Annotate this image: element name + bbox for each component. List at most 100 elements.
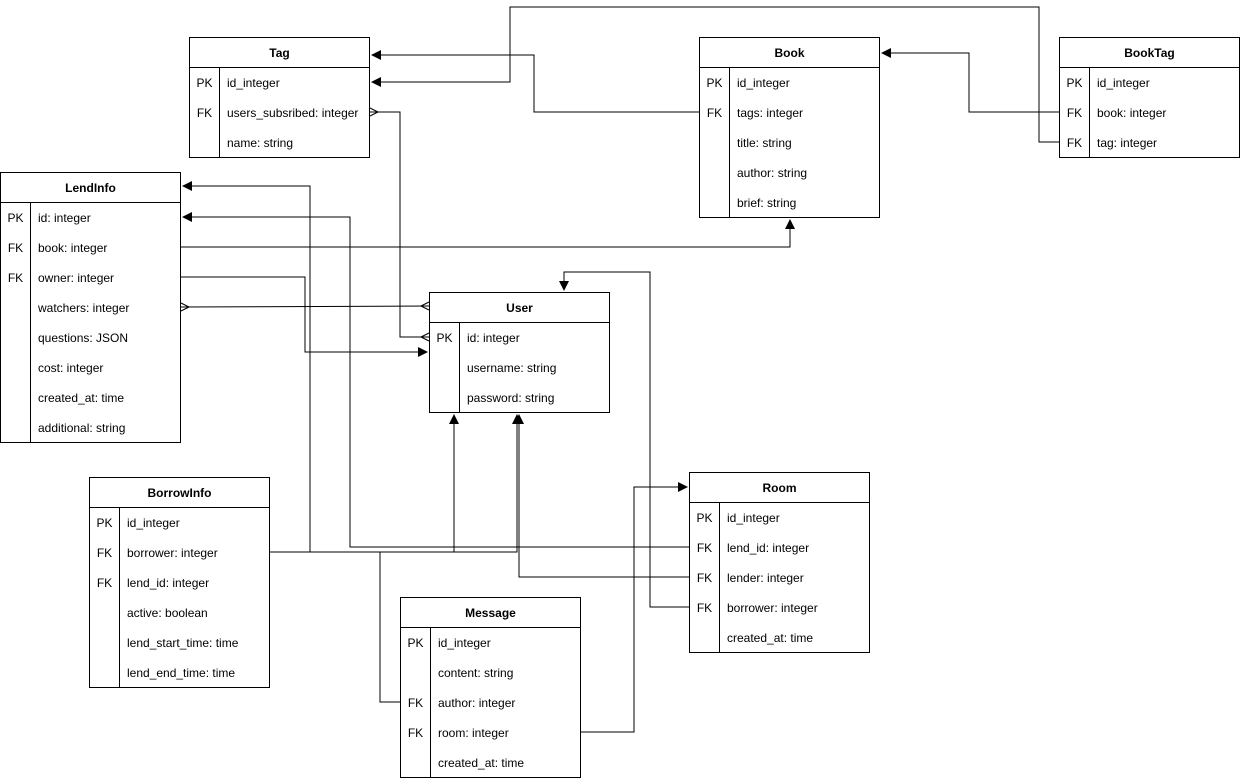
key-label — [700, 188, 730, 218]
table-row: title: string — [700, 128, 879, 158]
table-row: active: boolean — [90, 598, 269, 628]
field-label: created_at: time — [727, 631, 814, 645]
key-label — [190, 128, 220, 158]
key-label — [90, 628, 120, 658]
key-label — [700, 158, 730, 188]
field-label: id: integer — [38, 211, 91, 225]
field-label: password: string — [467, 391, 555, 405]
table-row: PK id: integer — [1, 203, 180, 233]
key-label — [430, 353, 460, 383]
key-label: FK — [190, 98, 220, 128]
key-label: FK — [1060, 98, 1090, 128]
key-label: PK — [401, 628, 431, 658]
table-row: created_at: time — [401, 748, 580, 778]
table-row: FK lend_id: integer — [90, 568, 269, 598]
field-label: borrower: integer — [727, 601, 818, 615]
field-label: lend_id: integer — [127, 576, 210, 590]
field-label: tags: integer — [737, 106, 804, 120]
key-label: PK — [700, 68, 730, 98]
key-label — [1, 383, 31, 413]
field-label: author: string — [737, 166, 808, 180]
relation-room-borrower-to-user — [559, 271, 689, 608]
key-label: PK — [430, 323, 460, 353]
field-label: book: integer — [1097, 106, 1167, 120]
table-row: FK lender: integer — [690, 563, 869, 593]
key-label: FK — [1, 233, 31, 263]
field-label: additional: string — [38, 421, 126, 435]
relation-booktag-book-to-book — [881, 48, 1059, 113]
table-row: created_at: time — [1, 383, 180, 413]
table-row: lend_end_time: time — [90, 658, 269, 688]
table-row: FK author: integer — [401, 688, 580, 718]
field-label: lend_end_time: time — [127, 666, 236, 680]
key-label: FK — [690, 563, 720, 593]
table-title: Book — [700, 38, 879, 68]
key-label: FK — [1, 263, 31, 293]
key-label: PK — [190, 68, 220, 98]
table-row: questions: JSON — [1, 323, 180, 353]
field-label: id_integer — [727, 511, 780, 525]
field-label: name: string — [227, 136, 294, 150]
key-label: FK — [90, 568, 120, 598]
field-label: lender: integer — [727, 571, 804, 585]
table-row: PK id_integer — [190, 68, 369, 98]
table-row: FK tags: integer — [700, 98, 879, 128]
field-label: watchers: integer — [38, 301, 130, 315]
field-label: cost: integer — [38, 361, 104, 375]
table-title: User — [430, 293, 609, 323]
field-label: created_at: time — [38, 391, 125, 405]
table-row: watchers: integer — [1, 293, 180, 323]
table-row: FK lend_id: integer — [690, 533, 869, 563]
field-label: username: string — [467, 361, 557, 375]
key-label: FK — [401, 688, 431, 718]
table-row: additional: string — [1, 413, 180, 443]
key-label: PK — [1, 203, 31, 233]
field-label: author: integer — [438, 696, 516, 710]
relation-borrowinfo-borrower-to-user — [270, 414, 459, 553]
table-row: lend_start_time: time — [90, 628, 269, 658]
field-label: book: integer — [38, 241, 108, 255]
key-label: FK — [690, 533, 720, 563]
table-row: author: string — [700, 158, 879, 188]
table-row: FK book: integer — [1, 233, 180, 263]
key-label — [430, 383, 460, 413]
field-label: borrower: integer — [127, 546, 218, 560]
table-row: content: string — [401, 658, 580, 688]
field-label: content: string — [438, 666, 514, 680]
field-label: lend_id: integer — [727, 541, 810, 555]
table-title: BookTag — [1060, 38, 1239, 68]
field-label: id_integer — [227, 76, 280, 90]
key-label — [90, 658, 120, 688]
key-label — [401, 658, 431, 688]
table-title: Message — [401, 598, 580, 628]
table-title: BorrowInfo — [90, 478, 269, 508]
key-label: FK — [690, 593, 720, 623]
key-label: PK — [90, 508, 120, 538]
key-label: FK — [90, 538, 120, 568]
table-row: FK borrower: integer — [90, 538, 269, 568]
field-label: title: string — [737, 136, 792, 150]
key-label — [1, 293, 31, 323]
key-label — [1, 353, 31, 383]
field-label: tag: integer — [1097, 136, 1158, 150]
relation-lendinfo-owner-to-user — [181, 276, 428, 357]
key-label: FK — [700, 98, 730, 128]
table-row: name: string — [190, 128, 369, 158]
table-row: username: string — [430, 353, 609, 383]
table-title: Room — [690, 473, 869, 503]
